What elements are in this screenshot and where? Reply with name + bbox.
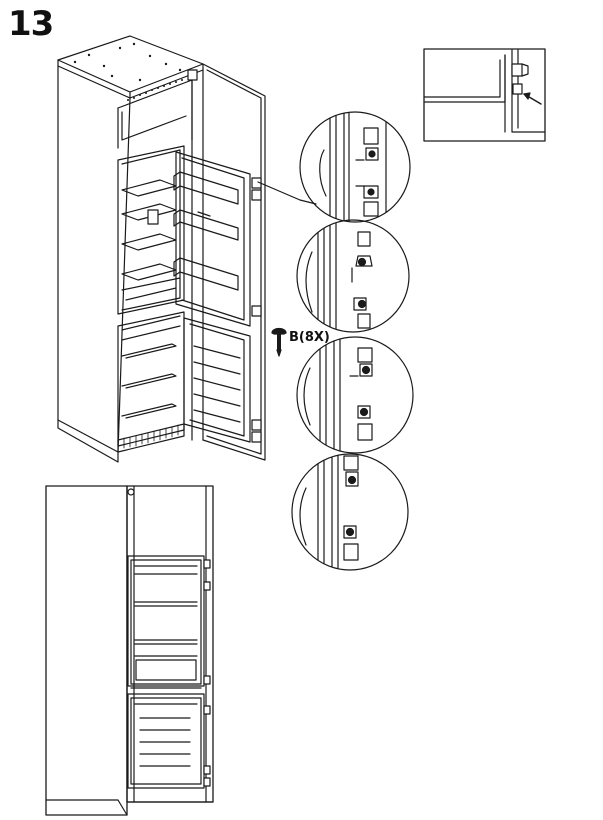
cabinet-door <box>187 63 266 461</box>
front-view-cabinet <box>45 485 214 816</box>
fridge-door <box>173 151 251 327</box>
screw-icon <box>271 327 287 357</box>
tall-cabinet <box>57 35 204 463</box>
step-number: 13 <box>8 4 54 44</box>
hinge-detail-4 <box>291 453 409 571</box>
hinge-detail-1 <box>257 111 411 223</box>
hinge-detail-3 <box>296 336 414 454</box>
hinge-detail-2 <box>296 219 410 333</box>
fastener-label: B(8X) <box>289 330 330 345</box>
corner-detail-inset <box>423 48 546 142</box>
freezer-interior <box>117 311 185 453</box>
freezer-door <box>183 317 251 443</box>
